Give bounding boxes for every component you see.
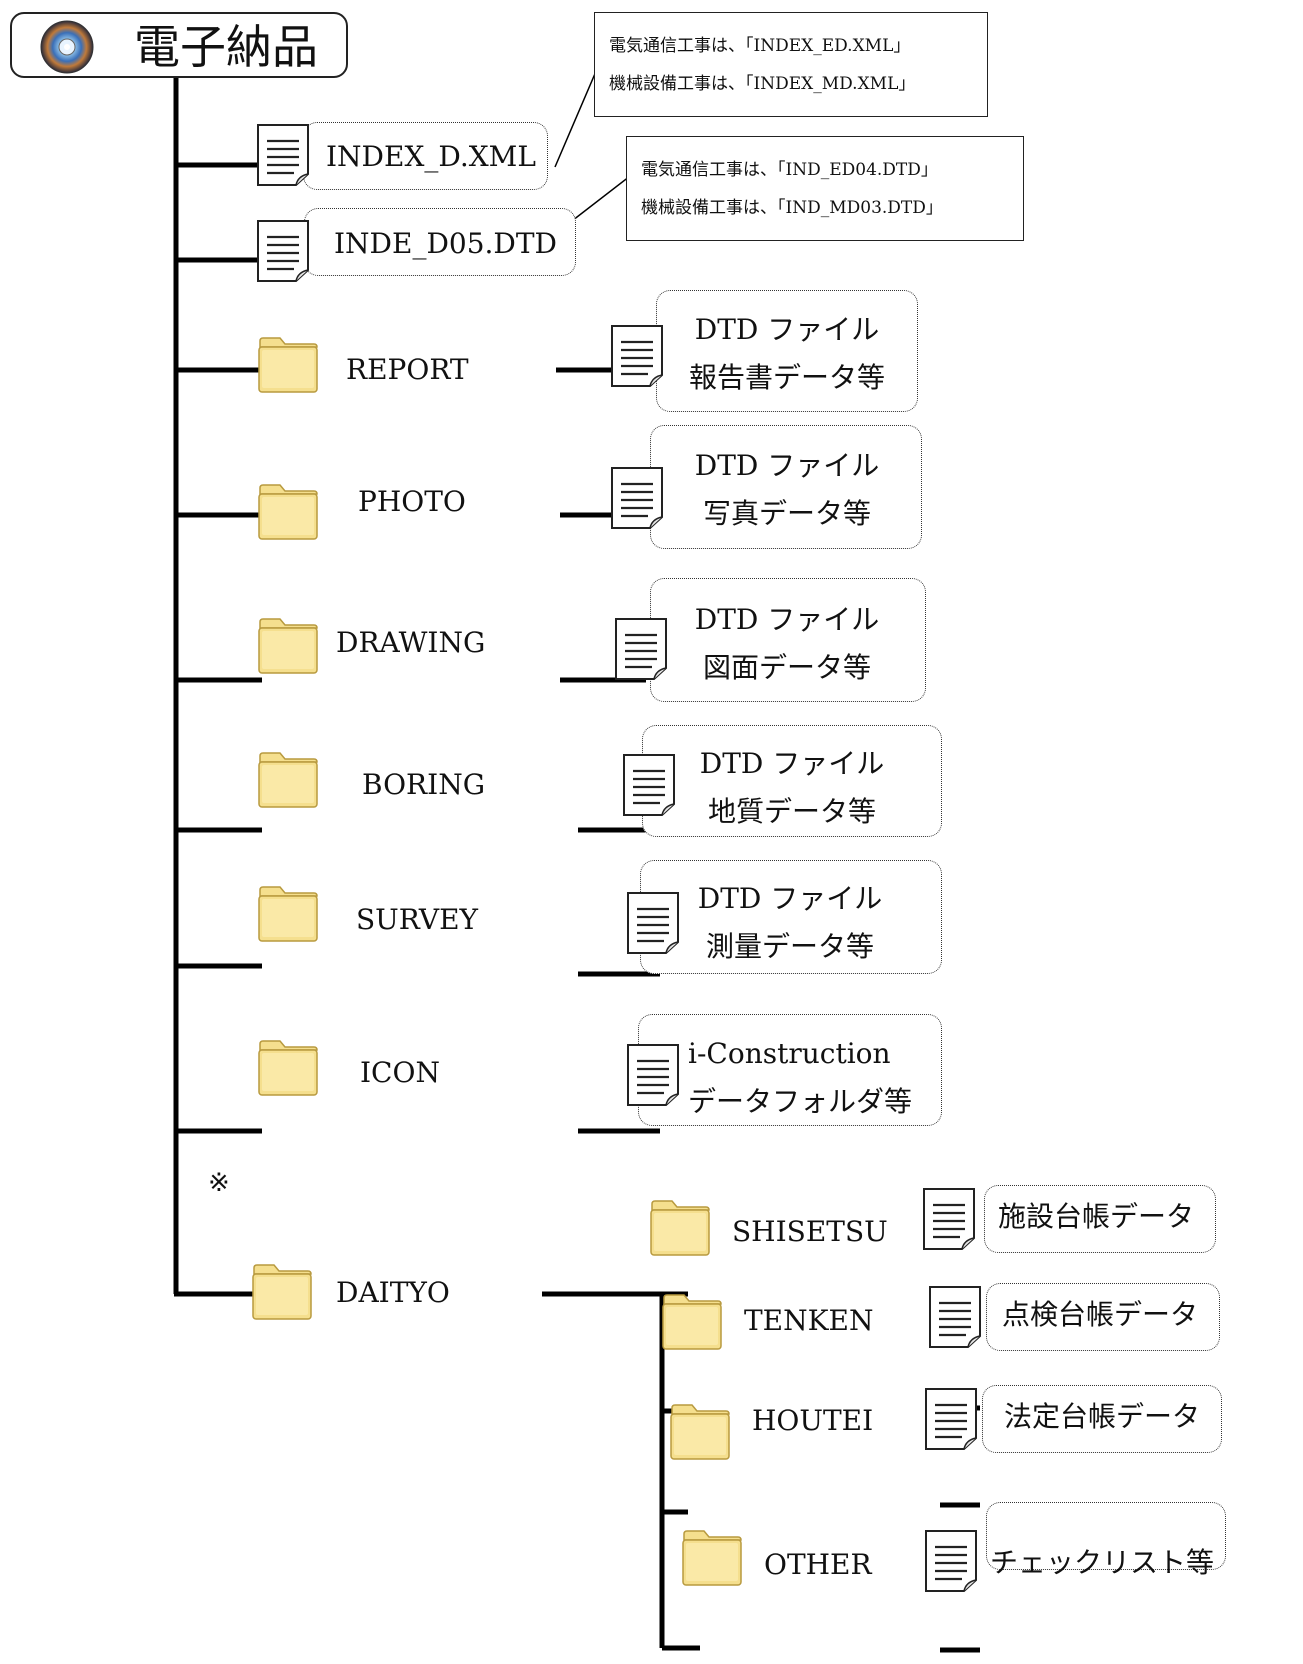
subfolder-contents-text: 点検台帳データ [1002,1298,1199,1331]
document-icon [254,122,312,188]
subfolder-contents-box [986,1283,1220,1351]
folder-contents-text: i-Construction データフォルダ等 [688,1030,913,1126]
document-icon [922,1528,980,1594]
folder-contents-line2: 測量データ等 [705,930,874,963]
folder-contents-text: DTD ファイル 図面データ等 [687,596,887,692]
xml-note: 電気通信工事は、「INDEX_ED.XML」 機械設備工事は、「INDEX_MD… [594,12,988,117]
folder-contents-box [650,425,922,549]
folder-contents-box [656,290,918,412]
folder-contents-box [650,578,926,702]
folder-label-icon[interactable]: ICON [360,1056,440,1089]
folder-contents-line1: DTD ファイル [694,449,880,482]
folder-contents-line2: 地質データ等 [707,795,876,828]
subfolder-contents-box [982,1385,1222,1453]
subfolder-label-tenken[interactable]: TENKEN [744,1304,874,1337]
dtd-note-line2: 機械設備工事は、「IND_MD03.DTD」 [641,198,943,218]
folder-contents-line1: DTD ファイル [694,313,880,346]
folder-icon [648,1198,712,1258]
folder-contents-line2: 図面データ等 [702,651,871,684]
document-icon [608,465,666,531]
subfolder-contents-box [986,1502,1226,1570]
daityo-folder-label[interactable]: DAITYO [336,1276,450,1309]
subfolder-label-other[interactable]: OTHER [764,1548,872,1581]
folder-icon [680,1528,744,1588]
folder-contents-line2: データフォルダ等 [688,1085,913,1118]
subfolder-contents-text: 法定台帳データ [1004,1400,1201,1433]
folder-icon [256,750,320,810]
document-icon [926,1284,984,1350]
folder-contents-text: DTD ファイル 写真データ等 [687,442,887,538]
document-icon [608,323,666,389]
note-mark: ※ [208,1168,230,1198]
folder-contents-text: DTD ファイル 地質データ等 [692,740,892,836]
index-dtd-label[interactable]: INDE_D05.DTD [334,227,558,260]
dtd-note-line1: 電気通信工事は、「IND_ED04.DTD」 [641,160,938,180]
folder-contents-line2: 報告書データ等 [688,361,885,394]
document-icon [620,752,678,818]
folder-label-boring[interactable]: BORING [362,768,486,801]
folder-icon [256,1038,320,1098]
document-icon [624,890,682,956]
folder-contents-text: DTD ファイル 報告書データ等 [687,306,887,402]
folder-icon [668,1402,732,1462]
folder-contents-line1: i-Construction [688,1037,891,1070]
folder-icon [256,335,320,395]
folder-label-survey[interactable]: SURVEY [356,903,479,936]
folder-icon [256,482,320,542]
folder-icon [256,616,320,676]
document-icon [254,218,312,284]
folder-icon [256,884,320,944]
folder-icon [250,1262,314,1322]
index-xml-box [303,122,548,190]
xml-note-line2: 機械設備工事は、「INDEX_MD.XML」 [609,74,916,94]
subfolder-contents-box [984,1185,1216,1253]
subfolder-contents-text: 施設台帳データ [998,1200,1195,1233]
index-xml-label[interactable]: INDEX_D.XML [326,140,536,173]
index-dtd-box [304,208,576,276]
document-icon [922,1386,980,1452]
document-icon [612,616,670,682]
folder-contents-box [642,725,942,837]
document-icon [624,1042,682,1108]
disc-icon [40,20,94,74]
folder-contents-box [638,1014,942,1126]
folder-label-drawing[interactable]: DRAWING [336,626,486,659]
folder-contents-line1: DTD ファイル [699,747,885,780]
document-icon [920,1186,978,1252]
subfolder-label-shisetsu[interactable]: SHISETSU [732,1215,888,1248]
folder-contents-line1: DTD ファイル [694,603,880,636]
dtd-note: 電気通信工事は、「IND_ED04.DTD」 機械設備工事は、「IND_MD03… [626,136,1024,241]
root-node[interactable]: 電子納品 [10,12,348,78]
folder-label-report[interactable]: REPORT [346,353,469,386]
folder-icon [660,1292,724,1352]
folder-contents-box [640,860,942,974]
folder-contents-line2: 写真データ等 [702,497,871,530]
folder-contents-line1: DTD ファイル [697,882,883,915]
subfolder-label-houtei[interactable]: HOUTEI [752,1404,874,1437]
folder-label-photo[interactable]: PHOTO [358,485,466,518]
root-title: 電子納品 [134,20,318,74]
folder-contents-text: DTD ファイル 測量データ等 [690,875,890,971]
xml-note-line1: 電気通信工事は、「INDEX_ED.XML」 [609,36,911,56]
subfolder-contents-text: チェックリスト等 [990,1546,1215,1579]
